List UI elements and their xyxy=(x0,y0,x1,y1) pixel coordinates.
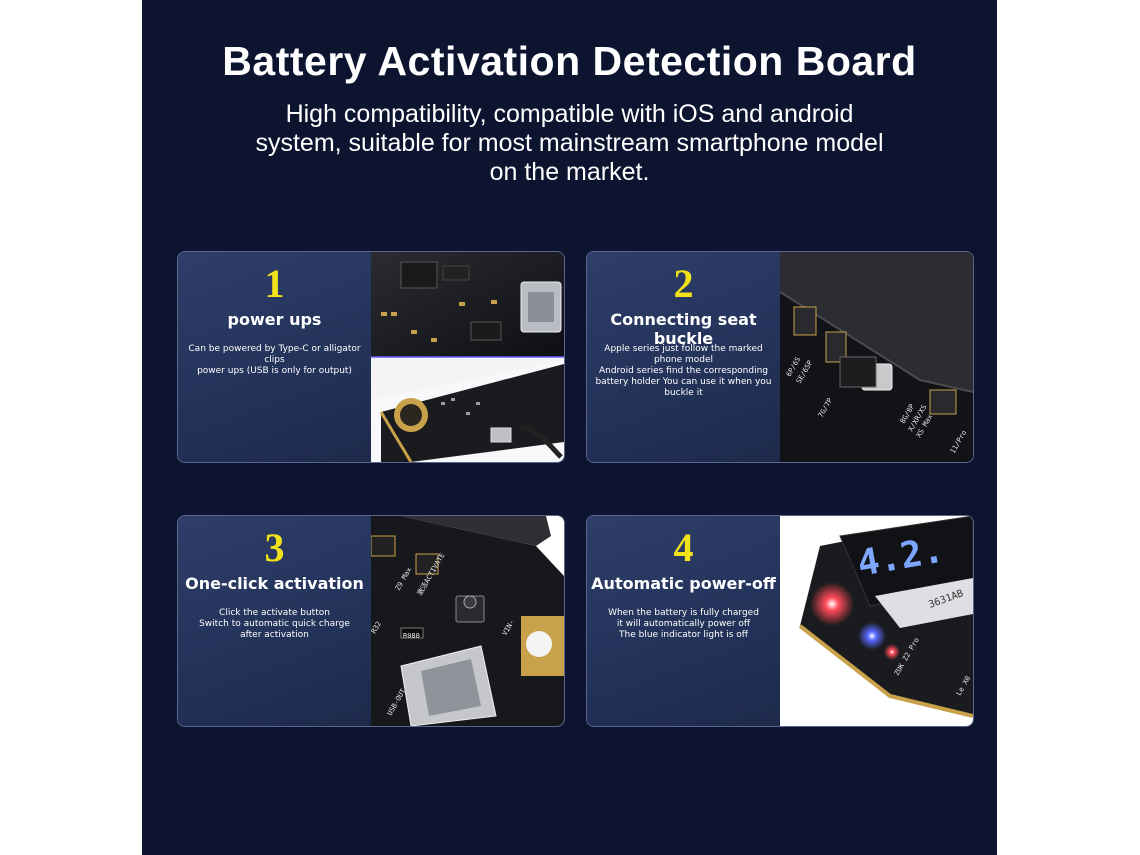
desc-line: The blue indicator light is off xyxy=(619,630,748,640)
subtitle-line: on the market. xyxy=(489,158,650,186)
feature-heading: Connecting seat buckle xyxy=(610,310,757,348)
feature-card-text: 2 Connecting seat buckle Apple series ju… xyxy=(587,252,780,462)
desc-line: When the battery is fully charged xyxy=(608,608,759,618)
feature-number: 3 xyxy=(264,525,285,570)
subtitle-line: system, suitable for most mainstream sma… xyxy=(255,129,884,157)
circuit-board-usb-photo xyxy=(371,252,564,462)
feature-description: Click the activate button Switch to auto… xyxy=(182,608,367,641)
desc-line: Can be powered by Type-C or alligator cl… xyxy=(188,344,361,365)
feature-heading: Automatic power-off xyxy=(591,574,776,593)
feature-card-text: 3 One-click activation Click the activat… xyxy=(178,516,371,726)
feature-description: Can be powered by Type-C or alligator cl… xyxy=(182,344,367,377)
desc-line: Switch to automatic quick charge xyxy=(199,619,350,629)
desc-line: after activation xyxy=(240,630,309,640)
subtitle-line: High compatibility, compatible with iOS … xyxy=(285,100,854,128)
feature-number: 2 xyxy=(673,261,694,306)
feature-number: 4 xyxy=(673,525,694,570)
page-title: Battery Activation Detection Board xyxy=(222,38,917,84)
feature-card-seat-buckle: 2 Connecting seat buckle Apple series ju… xyxy=(586,251,974,463)
desc-line: Apple series just follow the marked phon… xyxy=(604,344,763,365)
feature-description: Apple series just follow the marked phon… xyxy=(591,344,776,399)
activate-button-photo: Z9 Max 激活ACTIVATE R32 VIN- R080 USB-OUT xyxy=(371,516,564,726)
feature-card-text: 1 power ups Can be powered by Type-C or … xyxy=(178,252,371,462)
feature-number: 1 xyxy=(264,261,285,306)
desc-line: it will automatically power off xyxy=(616,619,751,629)
board-label: R080 xyxy=(403,632,420,640)
feature-card-one-click-activation: 3 One-click activation Click the activat… xyxy=(177,515,565,727)
battery-holder-photo: 6P/6S SE/6SP 7G/7P 8G/8P X/XR/XS XS Max … xyxy=(780,252,973,462)
feature-description: When the battery is fully charged it wil… xyxy=(591,608,776,641)
desc-line: power ups (USB is only for output) xyxy=(197,366,352,376)
feature-card-power-ups: 1 power ups Can be powered by Type-C or … xyxy=(177,251,565,463)
feature-card-automatic-power-off: 4 Automatic power-off When the battery i… xyxy=(586,515,974,727)
page-subtitle: High compatibility, compatible with iOS … xyxy=(202,100,937,187)
feature-card-text: 4 Automatic power-off When the battery i… xyxy=(587,516,780,726)
led-display-photo: 4.2. 3631AB ZUK Z2 Pro Le X0 xyxy=(780,516,973,726)
feature-heading: One-click activation xyxy=(185,574,364,593)
poster: Battery Activation Detection Board High … xyxy=(142,0,997,855)
desc-line: battery holder You can use it when you b… xyxy=(595,377,772,398)
desc-line: Android series find the corresponding xyxy=(598,366,769,376)
feature-heading: power ups xyxy=(227,310,322,329)
desc-line: Click the activate button xyxy=(219,608,330,618)
